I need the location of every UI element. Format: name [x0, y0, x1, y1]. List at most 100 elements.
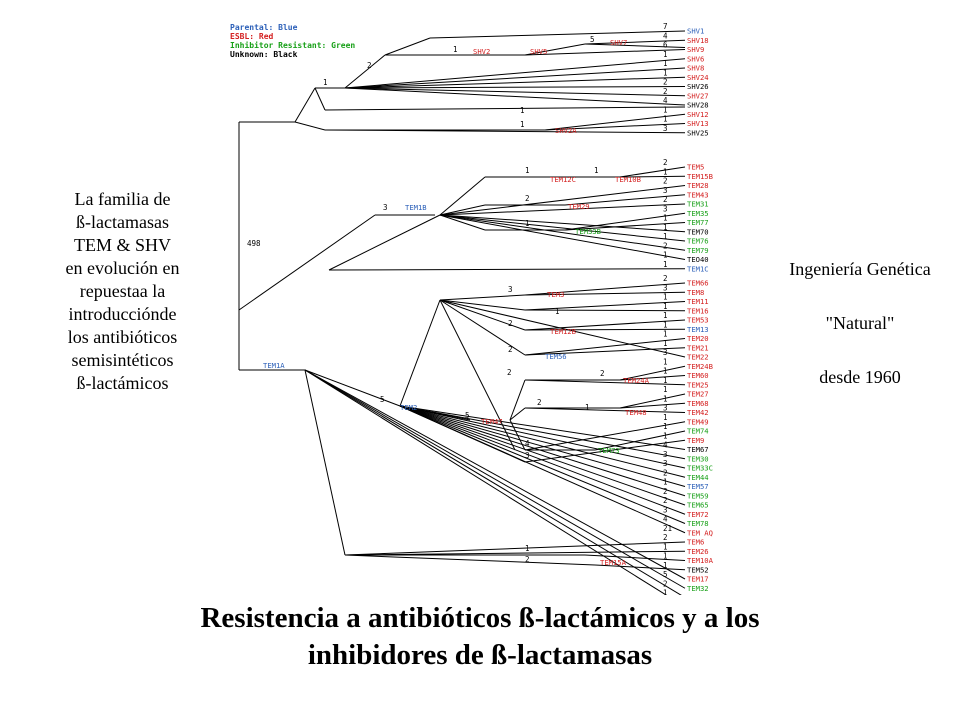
leaf-label: SHV12	[687, 110, 709, 119]
tree-branch	[544, 113, 686, 131]
branch-count: 4	[663, 441, 668, 450]
branch-count: 2	[663, 241, 668, 250]
branch-count: 5	[380, 395, 385, 404]
leaf-label: TEM53	[687, 316, 709, 325]
node-label: TEM2	[400, 403, 417, 412]
branch-count: 4	[525, 439, 530, 448]
tree-branch	[584, 39, 686, 45]
left-caption-line: ß-lactamasas	[76, 212, 169, 232]
tree-branch	[594, 564, 686, 571]
tree-branch	[399, 405, 686, 534]
tree-branch	[564, 212, 686, 231]
tree-branch	[294, 87, 316, 123]
branch-count: 2	[663, 579, 668, 588]
tree-branch	[439, 203, 686, 216]
branch-count: 3	[663, 186, 668, 195]
tree-branch	[399, 405, 686, 524]
branch-count: 3	[508, 285, 513, 294]
branch-count: 1	[663, 478, 668, 487]
branch-count: 1	[663, 59, 668, 68]
tree-branch	[439, 299, 526, 311]
slide-title-line: inhibidores de ß-lactamasas	[307, 639, 653, 671]
branch-count: 2	[663, 78, 668, 87]
node-label: TEM15A	[600, 558, 627, 567]
tree-branch	[399, 405, 686, 506]
branch-count: 498	[247, 239, 261, 248]
tree-branch	[524, 282, 686, 296]
tree-branch	[294, 121, 326, 131]
leaf-label: TEM8	[687, 288, 704, 297]
leaf-label: TEM16	[687, 306, 709, 315]
tree-branch	[584, 43, 686, 48]
tree-branch	[439, 299, 526, 331]
leaf-label: TEM65	[687, 501, 709, 510]
branch-count: 1	[323, 78, 328, 87]
left-caption-line: introducciónde	[68, 304, 177, 324]
right-caption: Ingeniería Genética "Natural" desde 1960	[770, 256, 950, 418]
legend-entry: Parental: Blue	[230, 23, 298, 32]
branch-count: 1	[525, 219, 530, 228]
node-label: TEM24A	[623, 376, 650, 385]
tree-branch	[439, 299, 526, 356]
branch-count: 2	[663, 195, 668, 204]
tree-branch	[304, 369, 346, 556]
branch-count: 3	[663, 404, 668, 413]
branch-count: 3	[663, 204, 668, 213]
branch-count: 2	[508, 319, 513, 328]
tree-branch	[594, 430, 686, 451]
tree-branch	[584, 554, 686, 561]
branch-count: 4	[663, 31, 668, 40]
tree-branch	[439, 214, 686, 242]
branch-count: 1	[663, 357, 668, 366]
tree-branch	[439, 214, 686, 260]
branch-count: 1	[663, 223, 668, 232]
branch-count: 1	[663, 320, 668, 329]
branch-count: 1	[663, 302, 668, 311]
leaf-label: TEM54	[687, 593, 709, 595]
slide-title: Resistencia a antibióticos ß-lactámicos …	[30, 600, 930, 674]
branch-count: 1	[663, 115, 668, 124]
branch-count: 1	[453, 45, 458, 54]
tree-branch	[399, 299, 441, 407]
tree-branch	[324, 106, 686, 111]
tree-branch	[304, 369, 401, 407]
leaf-label: SHV13	[687, 119, 709, 128]
branch-count: 6	[663, 41, 668, 50]
leaf-label: TEM43	[687, 190, 709, 199]
tree-branch	[509, 407, 526, 421]
leaf-label: TEM52	[687, 565, 709, 574]
branch-count: 2	[663, 487, 668, 496]
branch-count: 1	[663, 561, 668, 570]
branch-count: 1	[663, 367, 668, 376]
leaf-label: TEM44	[687, 473, 709, 482]
tree-branch	[344, 87, 686, 97]
branch-count: 3	[663, 505, 668, 514]
branch-count: 3	[525, 451, 530, 460]
leaf-label: TEM49	[687, 417, 709, 426]
branch-count: 2	[663, 274, 668, 283]
tree-branch	[304, 369, 686, 580]
branch-count: 1	[663, 394, 668, 403]
branch-count: 3	[663, 124, 668, 133]
legend-entry: ESBL: Red	[230, 32, 274, 41]
leaf-label: TEM6	[687, 538, 704, 547]
branch-count: 2	[508, 345, 513, 354]
tree-branch	[344, 54, 386, 89]
left-caption-line: semisintéticos	[71, 350, 174, 370]
leaf-label: TEM35	[687, 209, 709, 218]
tree-branch	[544, 123, 686, 131]
node-label: TEM1A	[263, 361, 285, 370]
leaf-label: SHV24	[687, 73, 709, 82]
tree-branch	[564, 222, 686, 231]
leaf-label: TEM74	[687, 427, 709, 436]
branch-count: 1	[663, 376, 668, 385]
leaf-label: TEM59	[687, 491, 709, 500]
tree-branch	[524, 328, 686, 331]
leaf-label: TEM30	[687, 454, 709, 463]
node-label: TEM12B	[550, 327, 576, 336]
node-label: TEM47	[481, 417, 503, 426]
leaf-label: TEM42	[687, 408, 709, 417]
tree-branch	[619, 375, 686, 381]
